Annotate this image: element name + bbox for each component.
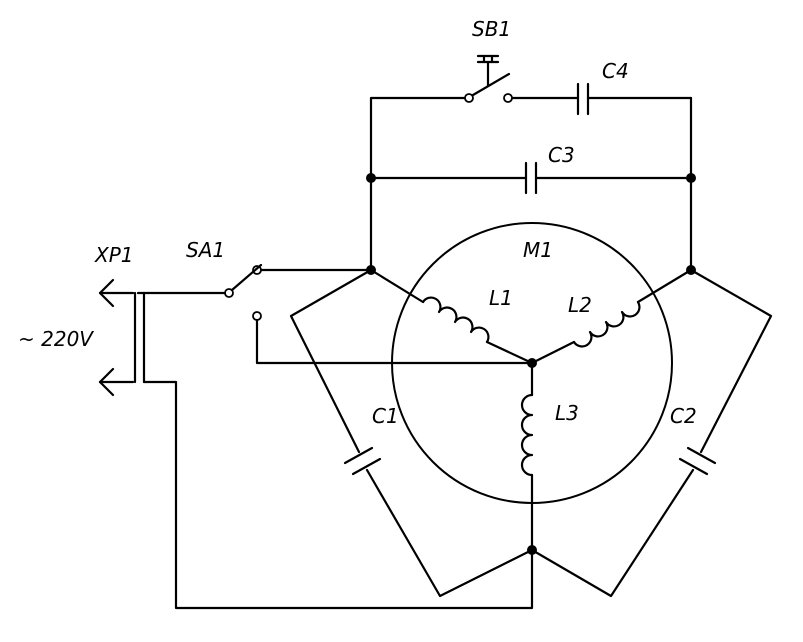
pushbutton-sb1 — [464, 54, 513, 103]
winding-l3 — [520, 361, 534, 552]
label-c3: C3 — [548, 143, 575, 167]
capacitor-c1-branch — [289, 268, 534, 598]
switch-sa1 — [136, 263, 534, 365]
capacitor-c2-branch — [530, 268, 773, 598]
label-m1: M1 — [523, 238, 553, 262]
label-l2: L2 — [568, 293, 592, 317]
label-sa1: SA1 — [186, 238, 225, 262]
label-c4: C4 — [602, 59, 629, 83]
label-voltage: ~ 220V — [18, 327, 94, 351]
label-c2: C2 — [670, 404, 697, 428]
top-branch-sb1-c4 — [369, 96, 693, 180]
plug-xp1 — [98, 278, 534, 610]
label-l3: L3 — [555, 401, 579, 425]
label-sb1: SB1 — [472, 17, 511, 41]
label-c1: C1 — [372, 404, 399, 428]
winding-l1 — [369, 268, 534, 365]
label-l1: L1 — [489, 286, 513, 310]
capacitor-c4 — [576, 82, 590, 116]
winding-l2 — [530, 268, 693, 365]
capacitor-c3-branch — [369, 161, 693, 195]
label-xp1: XP1 — [94, 243, 134, 267]
junction-dots — [366, 173, 696, 555]
